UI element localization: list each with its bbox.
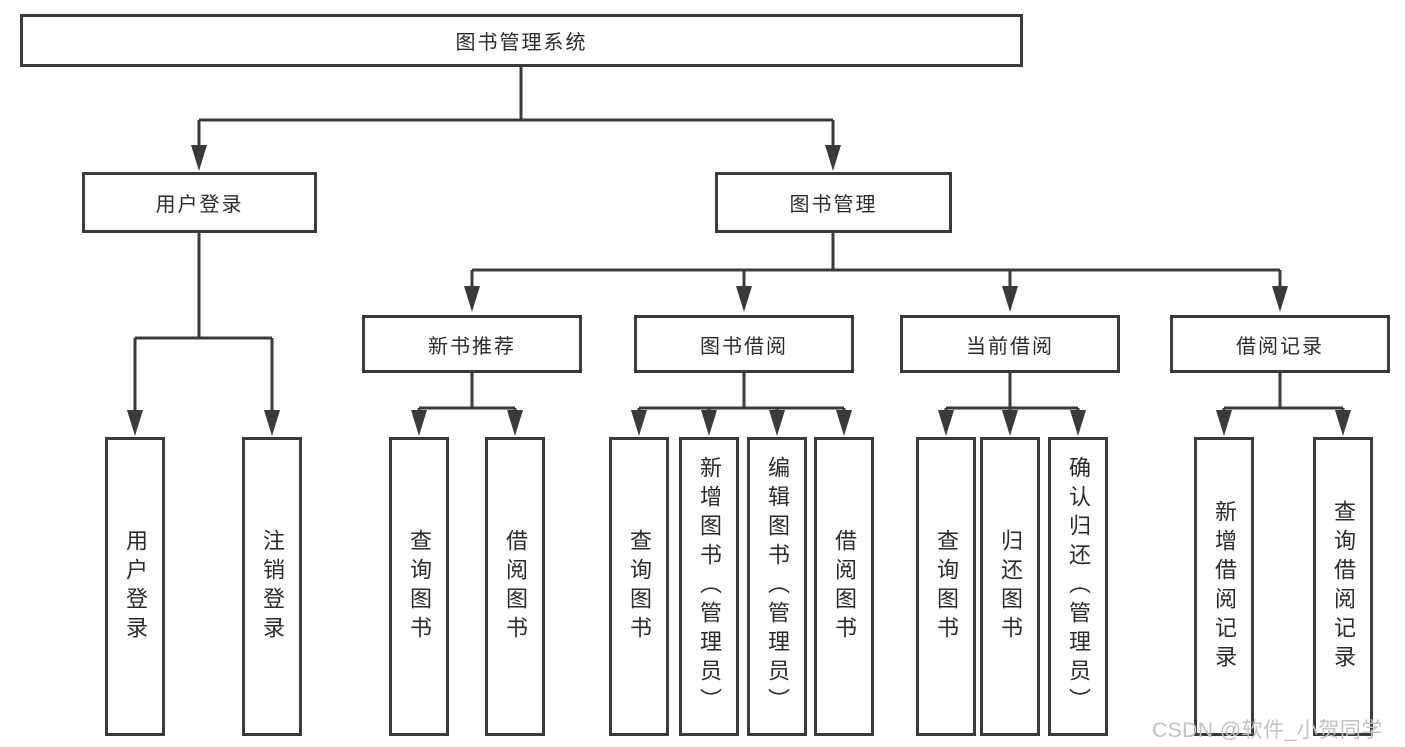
arrowhead [1272,286,1288,312]
arrowhead [127,410,143,436]
arrowhead [264,410,280,436]
leaf-borrow-query-books: 查询图书 [609,437,669,736]
arrowhead [1216,410,1232,436]
node-borrowing-records: 借阅记录 [1170,315,1390,373]
node-user-login: 用户登录 [82,172,317,233]
arrowhead [411,410,427,436]
arrowhead [631,410,647,436]
arrowhead [191,145,207,171]
connector-book-borrowing [637,373,846,412]
node-book-borrowing: 图书借阅 [634,315,854,373]
connector-root [197,67,835,146]
leaf-newrec-query-books: 查询图书 [389,437,449,736]
leaf-newrec-borrow-books: 借阅图书 [485,437,545,736]
node-current-borrowing: 当前借阅 [900,315,1120,373]
connector-book-management [470,233,1282,287]
connector-user-login [133,233,274,411]
arrowhead [736,286,752,312]
leaf-borrow-edit-books-admin: 编辑图书（管理员） [747,437,807,736]
arrowhead [825,145,841,171]
leaf-current-confirm-return-admin: 确认归还（管理员） [1048,437,1108,736]
arrowhead [1335,410,1351,436]
connector-current-borrowing [944,373,1080,412]
arrowhead [836,410,852,436]
leaf-records-add-record: 新增借阅记录 [1194,437,1254,736]
leaf-borrow-add-books-admin: 新增图书（管理员） [679,437,739,736]
arrowhead [507,410,523,436]
arrowhead [1070,410,1086,436]
arrowhead [1002,286,1018,312]
arrowhead [464,286,480,312]
leaf-records-query-record: 查询借阅记录 [1313,437,1373,736]
node-root: 图书管理系统 [20,14,1023,67]
watermark: CSDN @软件_小贺同学 [1152,719,1383,742]
leaf-current-return-books: 归还图书 [980,437,1040,736]
connector-borrowing-records [1222,373,1345,412]
arrowhead [701,410,717,436]
connector-new-book-recommend [417,373,517,412]
node-book-management: 图书管理 [715,172,952,233]
arrowhead [1002,410,1018,436]
leaf-current-query-books: 查询图书 [916,437,976,736]
node-new-book-recommend: 新书推荐 [362,315,582,373]
arrowhead [769,410,785,436]
leaf-borrow-borrow-books: 借阅图书 [814,437,874,736]
arrowhead [938,410,954,436]
leaf-user-login: 用户登录 [105,437,165,736]
leaf-logout: 注销登录 [242,437,302,736]
